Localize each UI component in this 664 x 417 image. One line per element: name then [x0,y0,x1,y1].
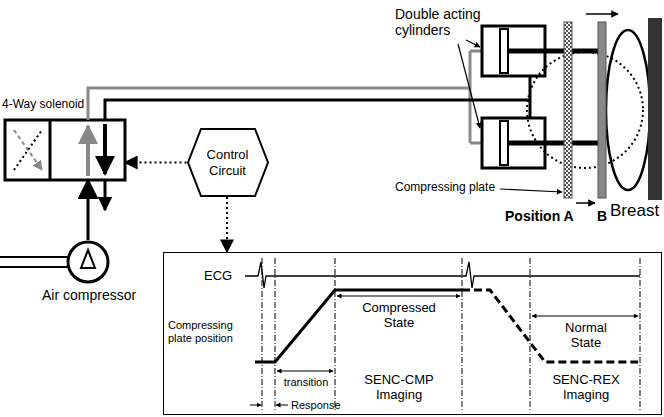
solenoid-valve [14,130,42,170]
signal-name: ECG [204,269,232,284]
timing-chart [276,405,288,406]
solenoid-valve-node: 4-Way solenoid [2,96,125,180]
timing-chart [245,262,640,288]
double-acting-cylinders [508,141,600,146]
compressing-plates [564,14,618,203]
timing-chart [462,290,638,362]
part-label: Breast [610,201,659,221]
phase-label: Response [291,399,341,412]
air-compressor [0,266,68,268]
timing-chart [532,316,638,317]
solenoid-valve [49,120,52,180]
leader-lines [500,189,562,192]
part-label: Compressing plate [395,181,495,195]
valve-name: 4-Way solenoid [2,98,84,112]
connector [87,180,90,240]
timing-chart [335,258,336,412]
imaging-label: SENC-REX Imaging [546,373,626,403]
air-compressor [0,256,68,258]
timing-chart [262,258,263,412]
timing-chart [250,296,638,405]
air-pipes [469,51,472,143]
timing-chart [262,258,640,412]
timing-chart [255,290,462,362]
control-hexagon: Control Circuit [187,128,269,197]
phase-label: transition [276,376,336,389]
state-label: Compressed State [359,301,439,331]
timing-chart [245,258,640,412]
timing-chart [337,296,460,297]
solenoid-valve [14,130,42,170]
position-label: B [597,208,607,224]
compressing-plates [598,22,606,198]
air-pipes [470,142,482,145]
part-label: Double acting cylinders [395,6,487,38]
signal-name: Compressing plate position [168,319,250,344]
timing-chart [250,405,261,406]
node-label: Control Circuit [200,147,256,178]
air-pipes [88,88,470,120]
breast [606,30,650,190]
compressor-node: Air compressor [40,240,150,306]
air-pipes [470,50,482,53]
connector [125,162,187,164]
connector [226,197,228,252]
exhaust-arrow [104,180,107,210]
double-acting-cylinders [500,29,508,73]
breast [648,18,662,200]
breast [527,52,643,168]
compressing-plates [586,13,618,15]
leader-lines [458,44,480,128]
compressing-plates [564,22,572,198]
leader-lines [458,40,562,192]
breast [527,18,662,200]
timing-panel: ECG Compressing plate position transition C… [163,252,662,415]
position-label: Position A [505,208,574,224]
imaging-label: SENC-CMP Imaging [359,373,439,403]
timing-chart [275,258,276,412]
air-pipes [105,100,530,120]
solenoid-valve [86,126,90,176]
timing-chart [640,258,641,412]
compressing-plates [576,202,595,204]
compressor-name: Air compressor [42,287,136,303]
leader-lines [466,40,480,47]
double-acting-cylinders [500,121,508,165]
solenoid-valve [103,124,107,174]
air-compressor [81,250,95,268]
timing-chart [530,258,531,412]
timing-chart [462,258,463,412]
double-acting-cylinders [508,49,600,54]
solenoid-valve [5,120,125,180]
air-compressor [68,242,108,282]
air-compressor [0,242,108,282]
timing-chart [277,371,333,372]
hexagon-outline [188,129,268,196]
solenoid-valve [5,120,125,180]
state-label: Normal State [551,321,621,351]
